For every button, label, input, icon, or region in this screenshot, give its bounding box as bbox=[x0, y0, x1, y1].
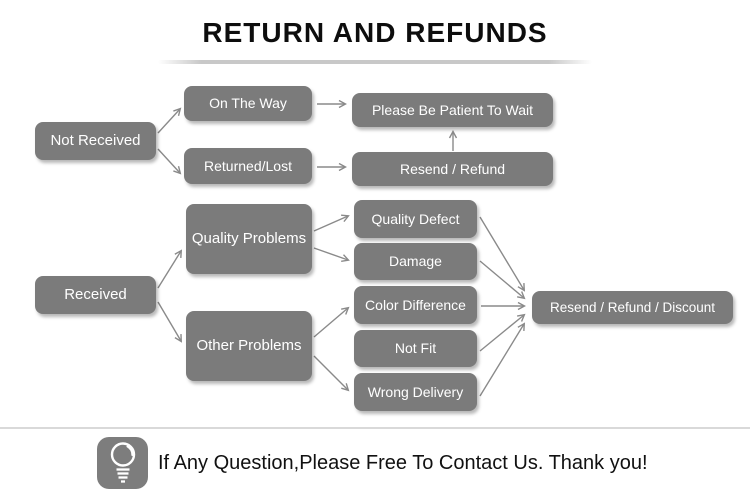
flow-node-quality-defect: Quality Defect bbox=[354, 200, 477, 238]
flow-node-wrong-delivery: Wrong Delivery bbox=[354, 373, 477, 411]
flow-node-resend-refund: Resend / Refund bbox=[352, 152, 553, 186]
flow-node-label: Received bbox=[64, 286, 127, 304]
flow-node-please-wait: Please Be Patient To Wait bbox=[352, 93, 553, 127]
flow-node-label: On The Way bbox=[209, 95, 287, 112]
footer-divider bbox=[0, 427, 750, 429]
flow-node-label: Quality Defect bbox=[371, 210, 460, 227]
edge-qualityproblems-qualitydefect bbox=[313, 214, 350, 232]
flow-node-label: Returned/Lost bbox=[204, 157, 292, 174]
flow-node-quality-problems: Quality Problems bbox=[186, 204, 312, 274]
flow-node-label: Color Difference bbox=[365, 296, 466, 313]
flow-node-on-the-way: On The Way bbox=[184, 86, 312, 121]
edge-otherproblems-wrongdelivery bbox=[313, 355, 350, 392]
flow-node-label: Please Be Patient To Wait bbox=[371, 101, 534, 118]
edge-qualitydefect-discount bbox=[479, 216, 526, 292]
flow-node-label: Quality Problems bbox=[191, 230, 307, 248]
edge-received-otherproblems bbox=[157, 301, 183, 343]
flow-node-not-received: Not Received bbox=[35, 122, 156, 160]
flow-node-returned-lost: Returned/Lost bbox=[184, 148, 312, 184]
lightbulb-tile bbox=[97, 437, 148, 489]
edge-otherproblems-colordifference bbox=[313, 306, 350, 338]
page-title: RETURN AND REFUNDS bbox=[202, 17, 548, 48]
flow-node-received: Received bbox=[35, 276, 156, 314]
flow-node-other-problems: Other Problems bbox=[186, 311, 312, 381]
flow-node-label: Other Problems bbox=[196, 337, 302, 355]
edge-notfit-discount bbox=[479, 313, 526, 352]
edge-notreceived-ontheway bbox=[157, 107, 182, 134]
edge-notreceived-returnedlost bbox=[157, 148, 182, 175]
flow-node-label: Damage bbox=[389, 253, 442, 270]
flow-node-label: Not Fit bbox=[394, 340, 437, 357]
flow-node-label: Not Received bbox=[50, 132, 141, 150]
edge-wrongdelivery-discount bbox=[479, 322, 526, 397]
lightbulb-icon bbox=[110, 442, 135, 483]
edge-damage-discount bbox=[479, 260, 526, 300]
flow-node-label: Wrong Delivery bbox=[367, 383, 464, 400]
flow-node-color-difference: Color Difference bbox=[354, 286, 477, 324]
flow-node-not-fit: Not Fit bbox=[354, 330, 477, 367]
footer-message: If Any Question,Please Free To Contact U… bbox=[158, 451, 648, 474]
flow-node-resend-refund-discount: Resend / Refund / Discount bbox=[532, 291, 733, 324]
edge-received-qualityproblems bbox=[157, 249, 183, 289]
edge-qualityproblems-damage bbox=[313, 247, 350, 262]
flow-node-label: Resend / Refund bbox=[399, 160, 506, 177]
flow-node-damage: Damage bbox=[354, 243, 477, 280]
title-divider bbox=[158, 60, 592, 64]
flow-node-label: Resend / Refund / Discount bbox=[549, 299, 716, 315]
